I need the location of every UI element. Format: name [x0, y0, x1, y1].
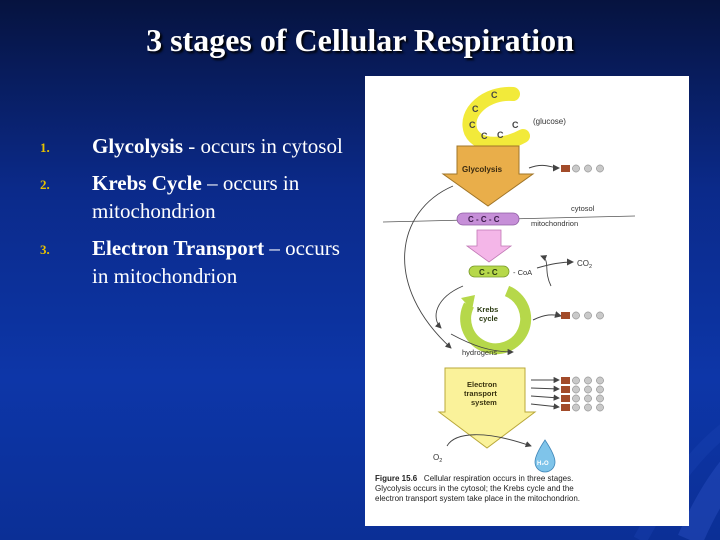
atp-yield-1: [561, 164, 604, 173]
stage-description: – occurs in mitochondrion: [92, 236, 340, 288]
atp-arrow-5: [530, 394, 560, 401]
mitochondrion-label: mitochondrion: [531, 219, 578, 228]
atp-arrow-1: [528, 164, 560, 172]
atp-yield-2: [561, 311, 604, 320]
stage-number: 3.: [40, 242, 50, 257]
krebs-feedback-arrow: [540, 255, 552, 287]
stage-item-glycolysis: 1. Glycolysis - occurs in cytosol: [40, 132, 350, 160]
co2-label: CO2: [577, 259, 592, 270]
stage-number: 2.: [40, 177, 50, 192]
stage-item-electron-transport: 3. Electron Transport – occurs in mitoch…: [40, 234, 350, 290]
water-drop: H₂O: [534, 439, 556, 473]
acetyl-bar: [468, 265, 510, 278]
pyruvate-label: C - C - C: [468, 215, 500, 224]
krebs-cycle: Krebs cycle: [460, 285, 532, 355]
stage-item-krebs-cycle: 2. Krebs Cycle – occurs in mitochondrion: [40, 169, 350, 225]
glucose-carbon: C: [469, 120, 476, 130]
cytosol-label: cytosol: [571, 204, 595, 213]
stage-name: Electron Transport: [92, 236, 265, 260]
hydrogen-arrow-krebs: [434, 285, 464, 329]
coa-label: - CoA: [513, 268, 532, 277]
hydrogen-arrow-center: [450, 333, 514, 356]
glycolysis-label: Glycolysis: [462, 165, 503, 174]
figure-caption-text: Cellular respiration occurs in three sta…: [375, 474, 580, 503]
ets-label-line1: Electron: [467, 380, 497, 389]
glucose-carbon: C: [491, 90, 498, 100]
atp-arrow-2: [532, 311, 562, 321]
hydrogens-label: hydrogens: [462, 348, 497, 357]
transition-arrow: [465, 229, 513, 263]
acetyl-label: C - C: [479, 268, 498, 277]
hydrogen-arrow-glycolysis: [404, 185, 454, 349]
atp-arrow-4: [530, 385, 560, 392]
oxygen-arrow: [446, 434, 532, 448]
glucose-label: (glucose): [533, 117, 566, 126]
figure-number: Figure 15.6: [375, 474, 418, 483]
glucose-carbon: C: [481, 131, 488, 141]
o2-label: O2: [433, 453, 442, 464]
figure-caption: Figure 15.6 Cellular respiration occurs …: [375, 474, 589, 504]
glucose-chain: [462, 86, 530, 151]
glucose-carbon: C: [512, 120, 519, 130]
figure-panel: C C C C C C (glucose) Glycolysis cytosol…: [365, 76, 689, 526]
stage-list: 1. Glycolysis - occurs in cytosol 2. Kre…: [40, 132, 350, 299]
glycolysis-arrow: Glycolysis: [441, 145, 535, 207]
co2-arrow: [536, 258, 574, 269]
water-label: H₂O: [537, 461, 549, 467]
krebs-label-line1: Krebs: [477, 305, 498, 314]
glucose-carbon: C: [497, 130, 504, 140]
stage-number: 1.: [40, 140, 50, 155]
stage-description: – occurs in mitochondrion: [92, 171, 300, 223]
glucose-carbon: C: [472, 104, 479, 114]
atp-arrow-6: [530, 403, 560, 410]
slide-title: 3 stages of Cellular Respiration: [146, 22, 574, 58]
stage-name: Krebs Cycle: [92, 171, 202, 195]
stage-name: Glycolysis: [92, 134, 184, 158]
stage-description: - occurs in cytosol: [183, 134, 343, 158]
respiration-diagram: C C C C C C (glucose) Glycolysis cytosol…: [382, 86, 636, 473]
ets-label-line3: system: [471, 398, 497, 407]
krebs-label-line2: cycle: [479, 314, 498, 323]
electron-transport-arrow: Electron transport system: [437, 367, 537, 449]
ets-label-line2: transport: [464, 389, 497, 398]
pyruvate-bar: [456, 212, 520, 226]
atp-yield-ets: [561, 376, 604, 412]
glucose-molecule: C C C C C C (glucose): [462, 86, 566, 151]
